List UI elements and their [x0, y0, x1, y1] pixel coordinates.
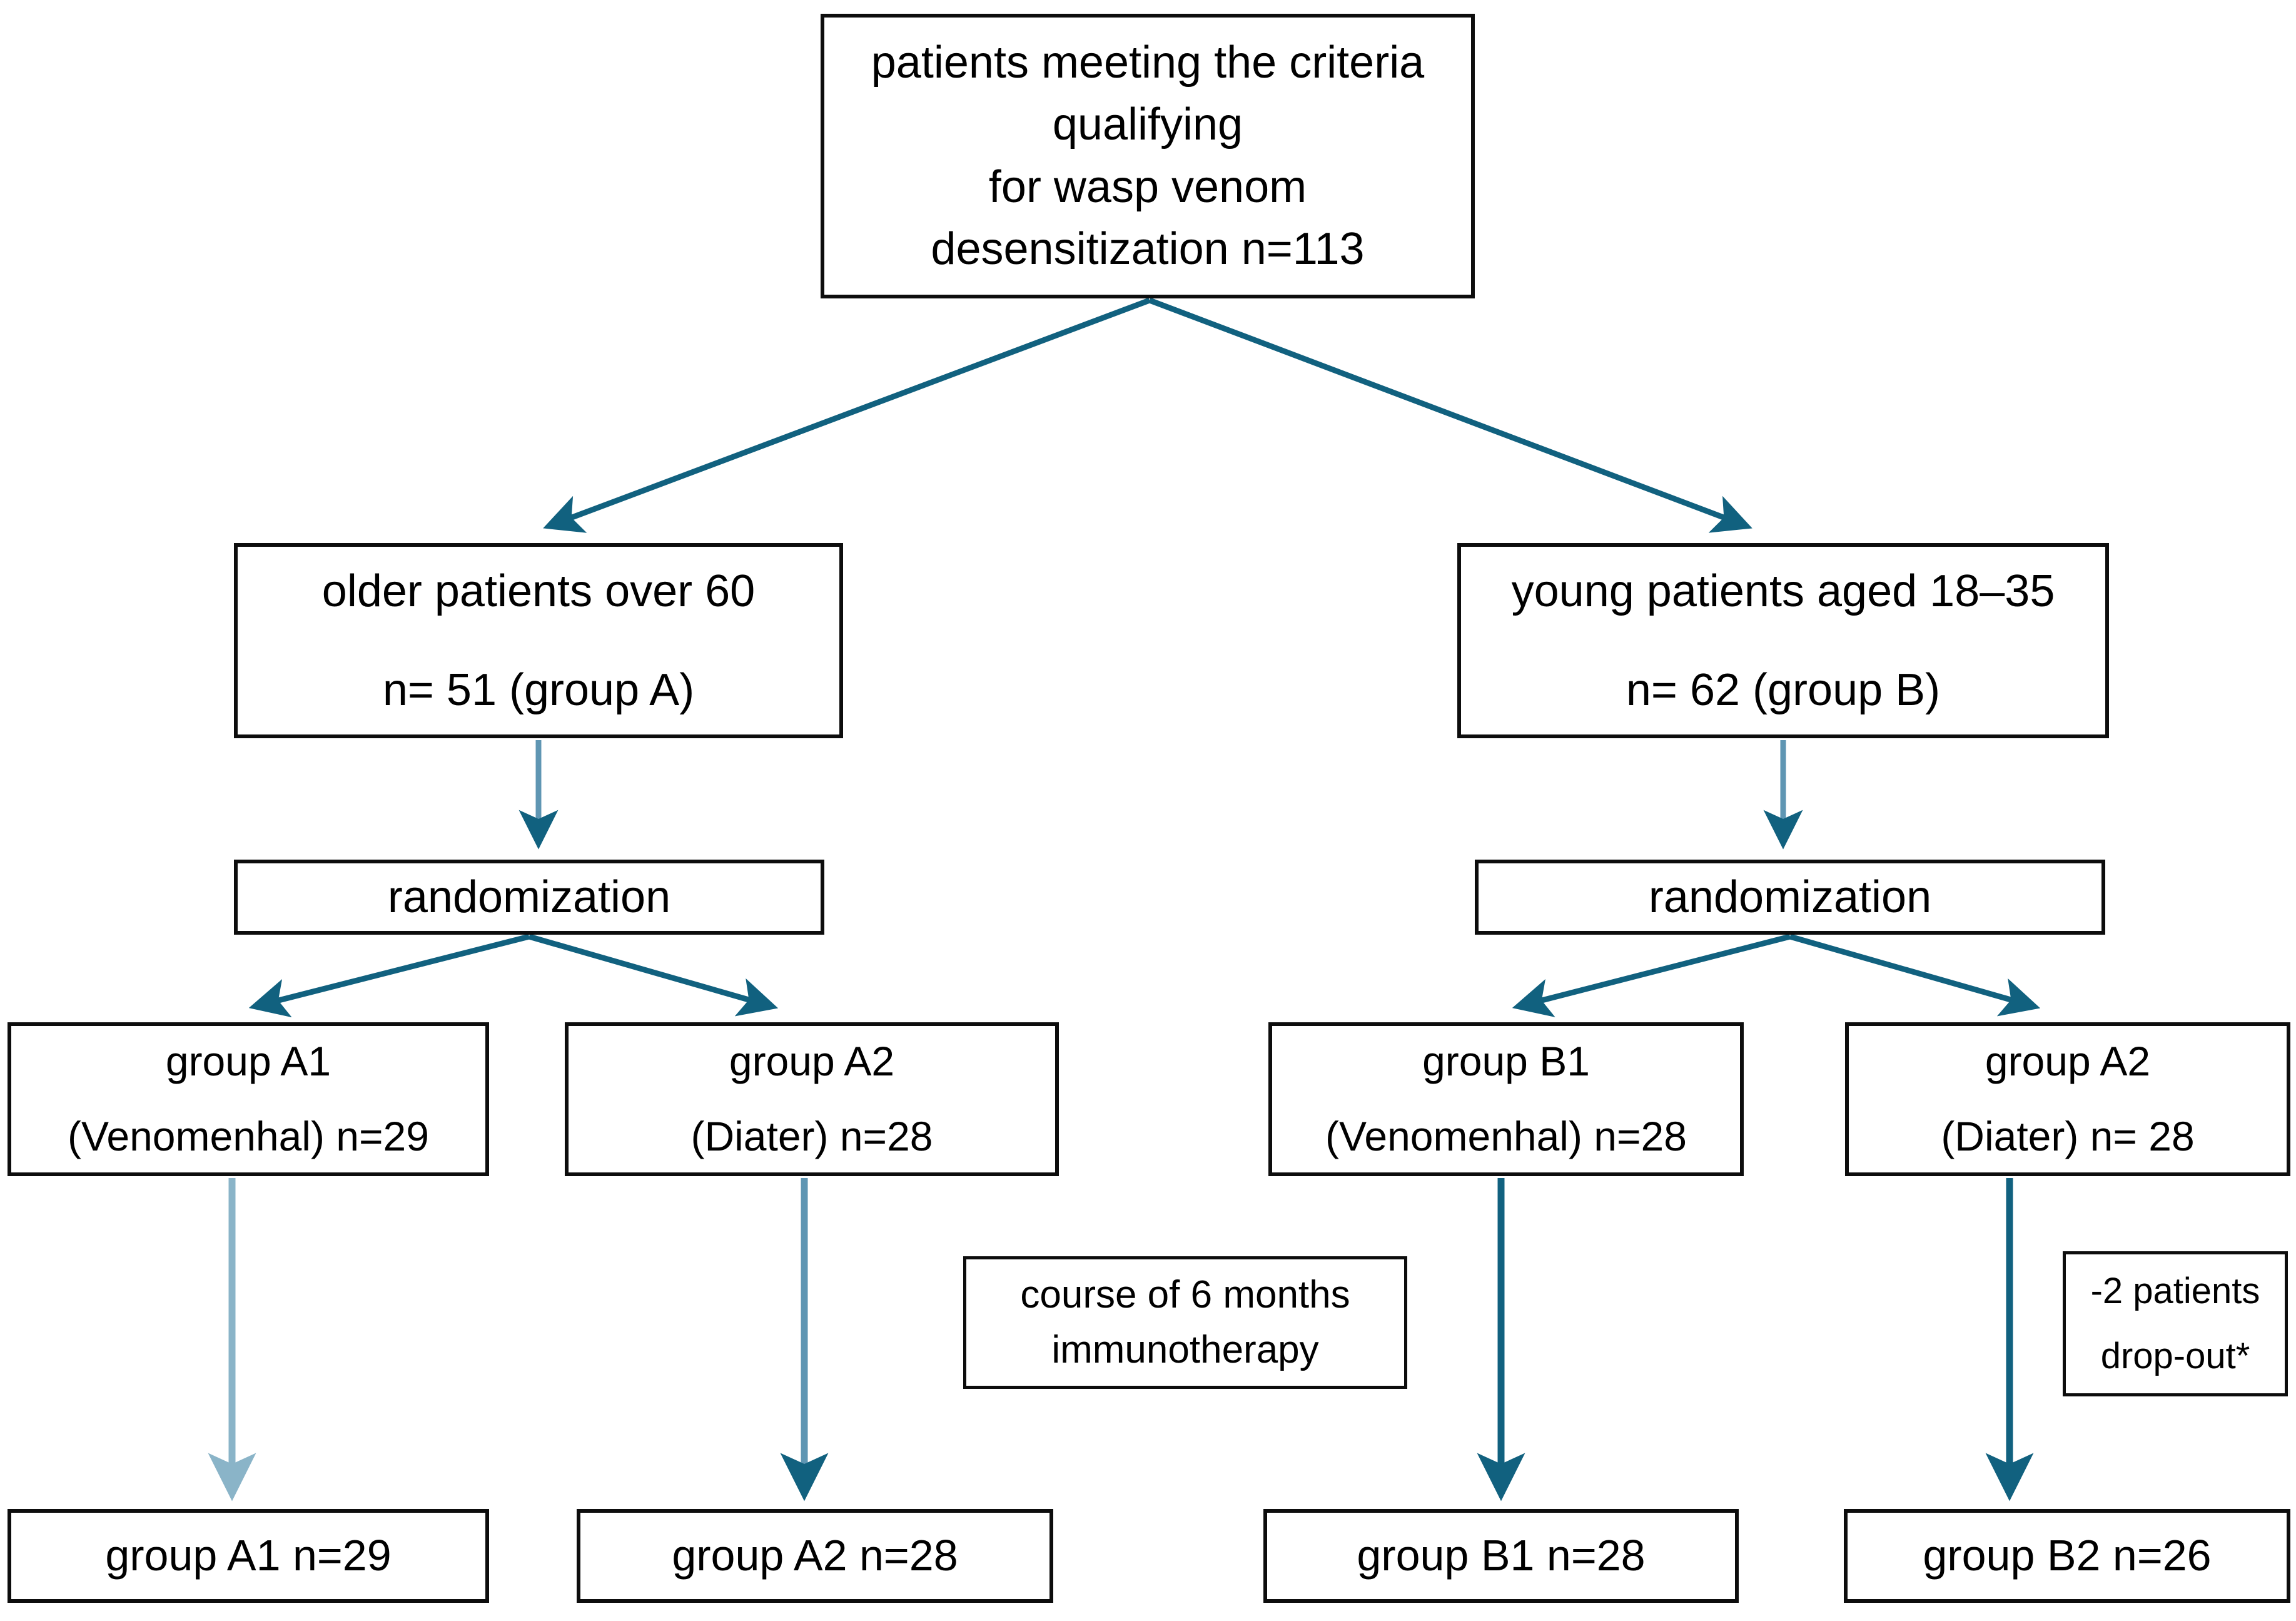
- node-arm-b2-line-2: (Diater) n= 28: [1941, 1113, 2195, 1159]
- edge-enrollment-to-group-b: [1148, 297, 1752, 533]
- node-randomization-a: randomization: [234, 860, 824, 935]
- node-result-b1-label: group B1 n=28: [1357, 1531, 1646, 1580]
- edge-rand-b-to-b1: [1512, 933, 1791, 1017]
- node-dropout-note: -2 patients drop-out*: [2063, 1251, 2288, 1396]
- edge-enrollment-to-group-a: [543, 297, 1151, 533]
- node-arm-b2: group A2 (Diater) n= 28: [1845, 1022, 2290, 1176]
- node-enrollment-line-3: for wasp venom: [988, 161, 1307, 212]
- node-randomization-b: randomization: [1475, 860, 2105, 935]
- node-group-a: older patients over 60 n= 51 (group A): [234, 543, 843, 738]
- node-result-b2: group B2 n=26: [1844, 1509, 2290, 1603]
- node-result-b1: group B1 n=28: [1263, 1509, 1739, 1603]
- node-enrollment: patients meeting the criteria qualifying…: [821, 14, 1475, 298]
- node-arm-a2: group A2 (Diater) n=28: [565, 1022, 1059, 1176]
- node-group-b-line-2: n= 62 (group B): [1626, 665, 1941, 715]
- node-group-b: young patients aged 18–35 n= 62 (group B…: [1457, 543, 2109, 738]
- node-arm-b1-line-1: group B1: [1422, 1038, 1590, 1085]
- edge-rand-b-to-b2: [1789, 933, 2041, 1017]
- node-enrollment-line-1: patients meeting the criteria: [871, 37, 1425, 88]
- edge-rand-a-to-a2: [528, 933, 779, 1017]
- node-dropout-note-line-2: drop-out*: [2100, 1336, 2250, 1376]
- edge-rand-a-to-a1: [248, 933, 530, 1018]
- node-arm-a1-line-1: group A1: [165, 1038, 331, 1085]
- node-arm-a1: group A1 (Venomenhal) n=29: [8, 1022, 489, 1176]
- node-result-a1: group A1 n=29: [8, 1509, 489, 1603]
- node-dropout-note-line-1: -2 patients: [2090, 1270, 2260, 1311]
- node-arm-a1-line-2: (Venomenhal) n=29: [68, 1113, 429, 1159]
- node-treatment-course-line-2: immunotherapy: [1051, 1328, 1319, 1371]
- node-result-b2-label: group B2 n=26: [1923, 1531, 2212, 1580]
- node-treatment-course: course of 6 months immunotherapy: [963, 1256, 1407, 1389]
- node-arm-a2-line-1: group A2: [729, 1038, 895, 1085]
- node-enrollment-line-2: qualifying: [1052, 99, 1243, 150]
- node-treatment-course-line-1: course of 6 months: [1020, 1273, 1350, 1316]
- node-arm-a2-line-2: (Diater) n=28: [690, 1113, 933, 1159]
- node-group-a-line-2: n= 51 (group A): [382, 665, 695, 715]
- node-group-a-line-1: older patients over 60: [321, 566, 756, 616]
- node-arm-b1-line-2: (Venomenhal) n=28: [1325, 1113, 1687, 1159]
- node-result-a1-label: group A1 n=29: [105, 1531, 392, 1580]
- node-arm-b1: group B1 (Venomenhal) n=28: [1268, 1022, 1744, 1176]
- node-randomization-b-label: randomization: [1648, 871, 1932, 922]
- node-result-a2-label: group A2 n=28: [672, 1531, 958, 1580]
- node-group-b-line-1: young patients aged 18–35: [1511, 566, 2055, 616]
- node-result-a2: group A2 n=28: [577, 1509, 1053, 1603]
- node-arm-b2-line-1: group A2: [1985, 1038, 2151, 1085]
- node-enrollment-line-4: desensitization n=113: [931, 223, 1365, 274]
- node-randomization-a-label: randomization: [387, 871, 671, 922]
